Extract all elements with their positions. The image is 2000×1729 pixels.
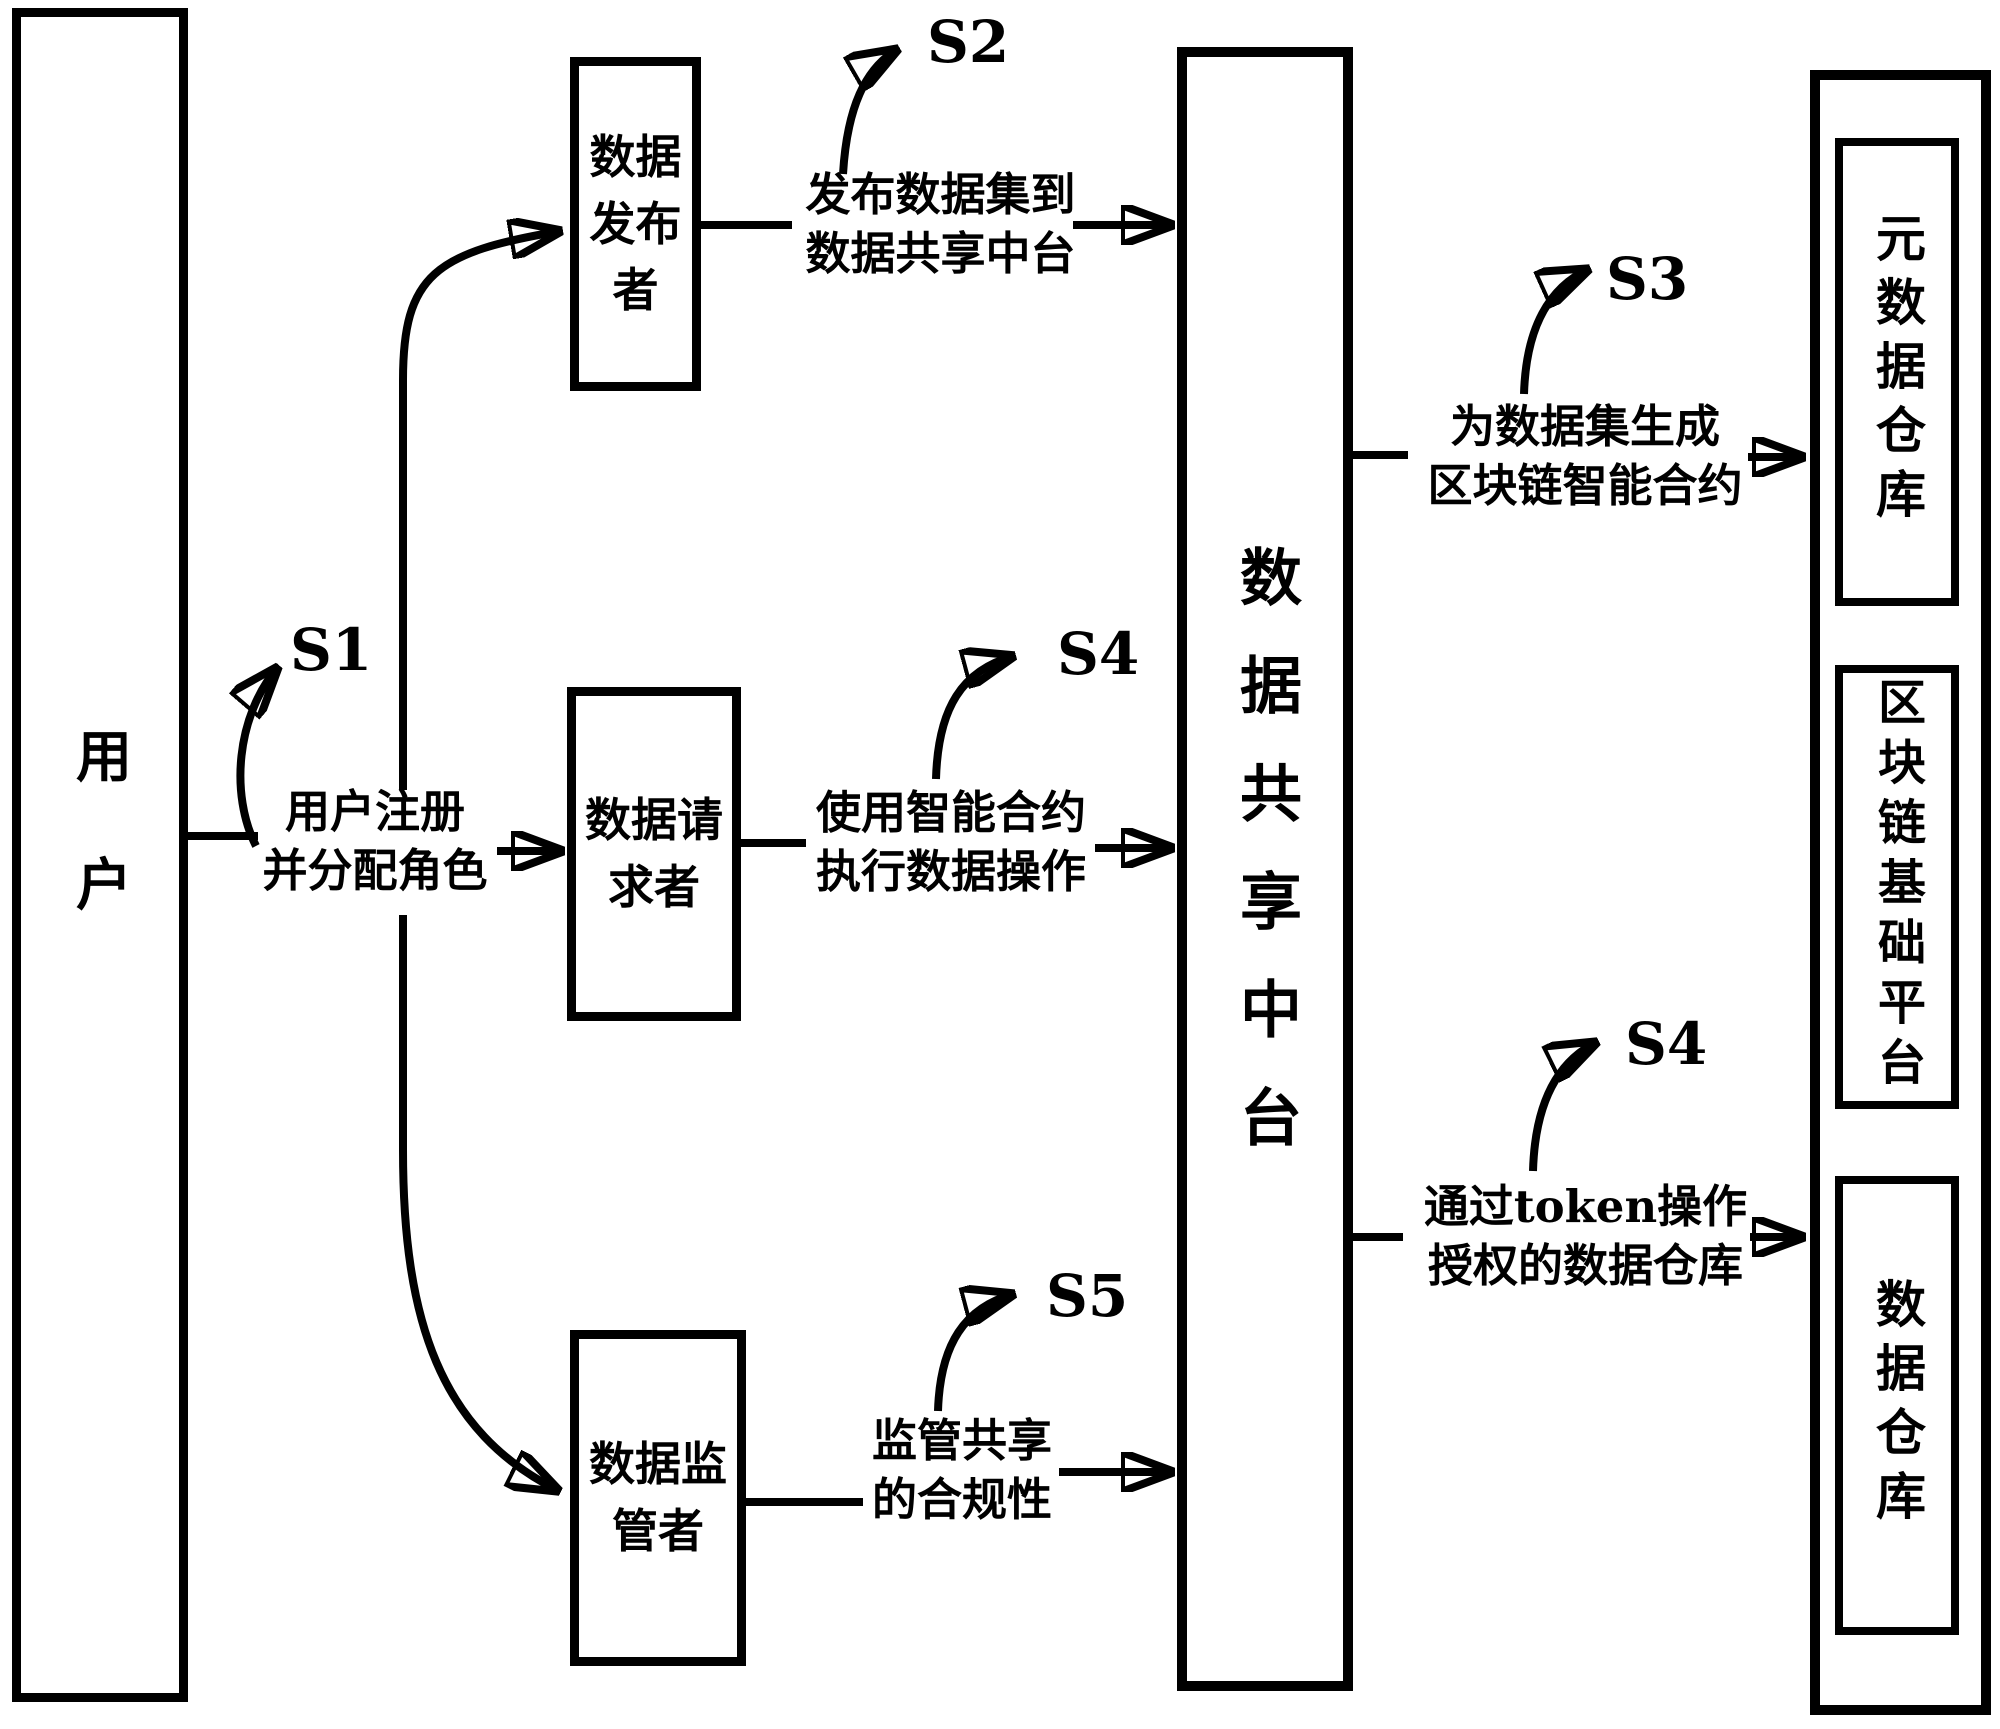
node-data-sharing-platform: 数据共享中台 — [1177, 47, 1353, 1691]
node-data-publisher-label: 数据发布者 — [589, 129, 682, 318]
node-data-supervisor: 数据监管者 — [570, 1330, 746, 1666]
step-s5-label: S5 — [1046, 1262, 1129, 1330]
node-data-sharing-platform-label: 数据共享中台 — [1229, 545, 1302, 1193]
edge-register-up-curve — [399, 231, 561, 790]
node-data-requester: 数据请求者 — [567, 687, 741, 1021]
node-user-label: 用户 — [66, 727, 133, 983]
s1-pointer-arrow — [240, 667, 278, 848]
s5-pointer-arrow — [934, 1294, 1014, 1412]
node-meta-warehouse: 元数据仓库 — [1835, 138, 1959, 606]
node-data-publisher: 数据发布者 — [570, 57, 701, 391]
edge-register-label: 用户注册 并分配角色 — [262, 785, 488, 897]
step-s4-right-label: S4 — [1625, 1010, 1708, 1078]
step-s1-label: S1 — [290, 616, 373, 684]
edge-use-contract-label: 使用智能合约 执行数据操作 — [815, 786, 1086, 898]
node-data-warehouse: 数据仓库 — [1835, 1176, 1959, 1635]
edge-supervise-label: 监管共享 的合规性 — [871, 1414, 1052, 1526]
s4-left-pointer-arrow — [932, 656, 1014, 780]
s2-pointer-arrow — [839, 49, 898, 175]
edge-publish-label: 发布数据集到 数据共享中台 — [805, 168, 1076, 280]
node-blockchain-base: 区块链基础平台 — [1835, 665, 1959, 1109]
node-user: 用户 — [12, 8, 188, 1702]
step-s4-left-label: S4 — [1057, 620, 1140, 688]
edge-generate-label: 为数据集生成 区块链智能合约 — [1427, 400, 1743, 512]
edge-register-down-curve — [399, 915, 559, 1491]
step-s3-label: S3 — [1606, 245, 1689, 313]
node-data-supervisor-label: 数据监管者 — [589, 1437, 727, 1558]
s4-right-pointer-arrow — [1529, 1042, 1597, 1172]
node-data-warehouse-label: 数据仓库 — [1868, 1277, 1927, 1534]
node-blockchain-base-label: 区块链基础平台 — [1869, 677, 1925, 1097]
node-data-requester-label: 数据请求者 — [585, 793, 723, 914]
s3-pointer-arrow — [1520, 269, 1589, 395]
node-meta-warehouse-label: 元数据仓库 — [1868, 212, 1927, 532]
edge-token-label: 通过token操作 授权的数据仓库 — [1423, 1180, 1748, 1292]
step-s2-label: S2 — [927, 8, 1010, 76]
